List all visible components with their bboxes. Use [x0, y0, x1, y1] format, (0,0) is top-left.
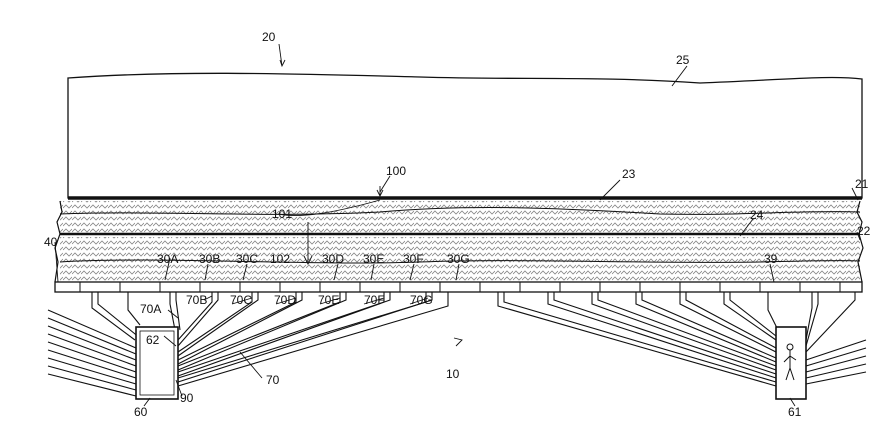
- right-shaft-61: [775, 326, 807, 400]
- label-101: 101: [272, 207, 292, 221]
- label-62: 62: [146, 333, 160, 347]
- lower-layer-wave: [59, 259, 861, 264]
- right-pipe-bundle: [497, 292, 867, 387]
- label-70C: 70C: [230, 293, 252, 307]
- label-10: 10: [446, 367, 460, 381]
- left-shaft-60: [135, 326, 179, 400]
- label-70D: 70D: [274, 293, 296, 307]
- label-90: 90: [180, 391, 194, 405]
- left-pipe-bundle: [47, 292, 449, 397]
- label-70G: 70G: [410, 293, 433, 307]
- leader-lines: [54, 43, 861, 407]
- drift-ticks: [79, 282, 841, 292]
- label-70: 70: [266, 373, 280, 387]
- label-25: 25: [676, 53, 690, 67]
- label-30A: 30A: [157, 252, 178, 266]
- label-20: 20: [262, 30, 276, 44]
- upper-layer-wave: [59, 207, 861, 215]
- label-30F: 30F: [403, 252, 424, 266]
- lower-coal-layer: [60, 237, 860, 281]
- label-30D: 30D: [322, 252, 344, 266]
- label-22: 22: [857, 224, 871, 238]
- label-21: 21: [855, 177, 869, 191]
- upper-coal-layer: [60, 201, 860, 233]
- label-70F: 70F: [364, 293, 385, 307]
- left-shaft-inner: [139, 330, 175, 396]
- label-30C: 30C: [236, 252, 258, 266]
- label-100: 100: [386, 164, 406, 178]
- label-70B: 70B: [186, 293, 207, 307]
- right-edge: [856, 200, 864, 283]
- label-39: 39: [764, 252, 778, 266]
- worker-figure: [783, 343, 797, 381]
- drift-40: [54, 281, 863, 293]
- label-70E: 70E: [318, 293, 339, 307]
- label-30E: 30E: [363, 252, 384, 266]
- overburden-top-outline: [67, 72, 863, 199]
- label-24: 24: [750, 208, 764, 222]
- label-30B: 30B: [199, 252, 220, 266]
- left-edge: [54, 200, 63, 283]
- label-102: 102: [270, 252, 290, 266]
- label-61: 61: [788, 405, 802, 419]
- label-70A: 70A: [140, 302, 161, 316]
- label-30G: 30G: [447, 252, 470, 266]
- label-60: 60: [134, 405, 148, 419]
- label-23: 23: [622, 167, 636, 181]
- label-40: 40: [44, 235, 58, 249]
